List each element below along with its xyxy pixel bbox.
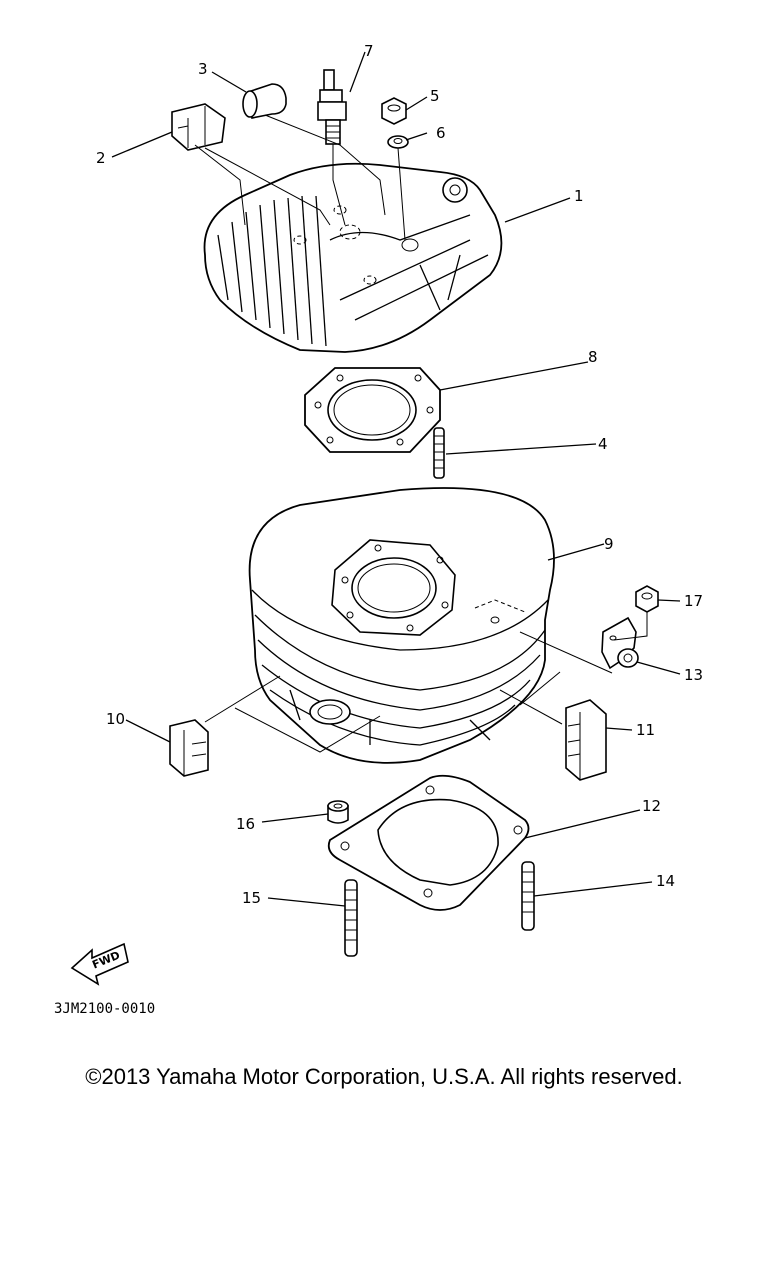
base-gasket-12 [327, 774, 530, 911]
cylinder-head [203, 162, 503, 353]
callout-6: 6 [436, 124, 446, 142]
cylinder-9 [248, 487, 555, 764]
callout-17: 17 [684, 592, 703, 610]
part-code-label: 3JM2100-0010 [54, 1001, 155, 1017]
fwd-arrow-icon: FWD [70, 942, 129, 986]
nut-17 [635, 585, 659, 613]
callout-14: 14 [656, 872, 675, 890]
washer-6 [387, 135, 409, 149]
leader-lines [111, 51, 681, 907]
callout-11: 11 [636, 721, 655, 739]
assembly-lines-mid [204, 671, 563, 753]
callout-7: 7 [364, 42, 374, 60]
assembly-line-13 [613, 612, 648, 641]
callout-10: 10 [106, 710, 125, 728]
stud-4 [433, 427, 445, 479]
nut-5 [381, 97, 407, 125]
clamp-13 [601, 616, 639, 670]
spark-plug-7 [317, 69, 347, 145]
assembly-line-13b [519, 631, 613, 674]
callout-9: 9 [604, 535, 614, 553]
dowel-16 [327, 800, 349, 824]
assembly-lines-top [194, 114, 406, 241]
callout-16: 16 [236, 815, 255, 833]
damper-block-2 [171, 103, 226, 151]
callout-4: 4 [598, 435, 608, 453]
callout-3: 3 [198, 60, 208, 78]
callout-13: 13 [684, 666, 703, 684]
stud-14 [521, 861, 535, 931]
callout-2: 2 [96, 149, 106, 167]
head-gasket-8 [304, 367, 441, 453]
stud-15 [344, 879, 358, 957]
damper-block-11 [565, 699, 607, 781]
callout-numbers: 1 2 3 7 5 6 8 4 9 17 13 10 11 12 16 14 1… [96, 42, 703, 907]
callout-1: 1 [574, 187, 584, 205]
callout-15: 15 [242, 889, 261, 907]
callout-12: 12 [642, 797, 661, 815]
copyright-notice: ©2013 Yamaha Motor Corporation, U.S.A. A… [85, 1064, 683, 1089]
callout-8: 8 [588, 348, 598, 366]
callout-5: 5 [430, 87, 440, 105]
damper-block-10 [169, 719, 209, 777]
plug-cap-3 [242, 83, 287, 119]
